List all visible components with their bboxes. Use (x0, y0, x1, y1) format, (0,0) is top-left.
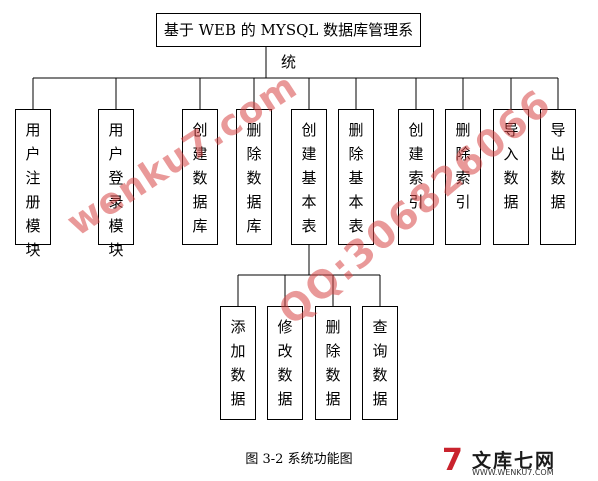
module-label: 删除基本表 (348, 121, 364, 235)
module-user-register: 用户注册模块 (15, 109, 51, 259)
op-label: 修改数据 (277, 318, 293, 408)
op-modify-data: 修改数据 (267, 306, 303, 420)
module-label: 导入数据 (503, 121, 519, 211)
op-query-data: 查询数据 (362, 306, 398, 420)
module-label: 创建数据库 (192, 121, 208, 235)
module-export-data: 导出数据 (540, 109, 576, 245)
logo-url: WWW.WENKU7.COM (472, 468, 554, 477)
module-label: 删除数据库 (246, 121, 262, 235)
site-logo: 7 文库七网 WWW.WENKU7.COM (442, 443, 592, 478)
module-label: 用户注册模块 (25, 121, 41, 259)
module-import-data: 导入数据 (493, 109, 529, 245)
module-label: 创建索引 (408, 121, 424, 211)
root-node: 基于 WEB 的 MYSQL 数据库管理系统 (156, 13, 421, 71)
op-label: 添加数据 (230, 318, 246, 408)
module-create-database: 创建数据库 (182, 109, 218, 245)
module-create-index: 创建索引 (398, 109, 434, 245)
op-delete-data: 删除数据 (315, 306, 351, 420)
op-label: 删除数据 (325, 318, 341, 408)
module-delete-database: 删除数据库 (236, 109, 272, 245)
figure-caption: 图 3-2 系统功能图 (245, 452, 353, 467)
module-label: 用户登录模块 (108, 121, 124, 259)
module-delete-index: 删除索引 (445, 109, 481, 245)
module-create-table: 创建基本表 (291, 109, 327, 245)
module-label: 创建基本表 (301, 121, 317, 235)
root-label: 基于 WEB 的 MYSQL 数据库管理系统 (163, 21, 414, 71)
module-label: 删除索引 (455, 121, 471, 211)
module-user-login: 用户登录模块 (98, 109, 134, 259)
logo-mark-icon: 7 (442, 443, 463, 478)
logo-name: 文库七网 (472, 450, 557, 472)
module-label: 导出数据 (550, 121, 566, 211)
module-delete-table: 删除基本表 (338, 109, 374, 245)
op-label: 查询数据 (372, 318, 388, 408)
op-add-data: 添加数据 (220, 306, 256, 420)
